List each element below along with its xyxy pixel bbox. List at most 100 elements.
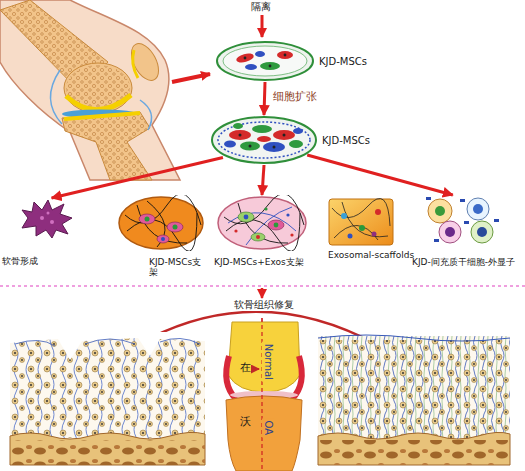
node-shape-part	[290, 233, 293, 236]
knee-illustration-part	[0, 0, 180, 180]
joint-center-part	[292, 356, 302, 399]
node-shape-part	[224, 195, 304, 251]
node-shape-part	[426, 197, 431, 200]
joint-center-part	[226, 356, 236, 399]
node-shape	[328, 198, 394, 246]
node-shape-part	[240, 142, 260, 151]
node-shape-part	[434, 239, 439, 242]
culture-dish: KJD-MSCs	[210, 115, 318, 165]
node-shape-part	[224, 141, 236, 148]
scaffold-icon: KJD-MSCs支架	[117, 195, 205, 251]
node-shape-part	[445, 227, 455, 237]
node-shape-part	[235, 52, 254, 64]
node-label: KJD-MSCs	[322, 135, 370, 147]
joint-center	[226, 318, 302, 471]
damaged-cartilage-part	[10, 332, 205, 444]
culture-dish: KJD-MSCs	[215, 40, 315, 82]
separator-part	[261, 288, 264, 298]
node-shape-part	[341, 213, 347, 219]
node-shape	[216, 195, 308, 251]
node-shape-part	[464, 221, 469, 224]
node-shape-part	[234, 229, 237, 232]
damaged-cartilage-part	[10, 440, 205, 465]
node-shape-part	[145, 217, 150, 222]
repaired-cartilage-part	[318, 336, 510, 444]
separator-part	[0, 285, 525, 286]
chondrogenesis-icon: 软骨形成	[18, 198, 74, 240]
repaired-cartilage-part	[318, 335, 510, 341]
cell-exosome-icon: KJD-间充质干细胞-外显子	[420, 195, 502, 245]
node-shape	[215, 40, 315, 82]
node-shape-part	[283, 134, 286, 137]
knee-illustration-part	[133, 50, 138, 78]
node-shape-part	[273, 130, 295, 140]
node-shape-part	[375, 209, 381, 215]
node-shape-part	[228, 207, 296, 245]
node-shape	[420, 195, 502, 245]
node-shape-part	[477, 227, 487, 237]
node-shape-part	[139, 214, 155, 224]
node-shape-part	[47, 212, 50, 215]
damaged-cartilage-part	[10, 332, 205, 444]
node-shape-part	[273, 146, 276, 149]
knee-illustration-part	[62, 112, 152, 180]
node-shape-part	[167, 222, 183, 232]
damaged-cartilage-part	[10, 332, 205, 360]
node-shape-part	[256, 235, 260, 239]
flow-arrows-part	[261, 15, 264, 37]
node-shape-part	[251, 233, 265, 241]
node-shape-part	[277, 51, 293, 59]
separator	[0, 286, 525, 298]
damaged-cartilage-part	[10, 432, 205, 465]
damaged-cartilage	[10, 332, 205, 465]
node-shape-part	[289, 140, 303, 148]
joint-label: 在	[240, 362, 251, 375]
repaired-cartilage-part	[318, 432, 510, 465]
node-shape-part	[245, 64, 257, 70]
node-shape-part	[125, 195, 201, 251]
node-label: Exosomal-scaffolds	[328, 250, 414, 260]
node-shape-part	[161, 237, 165, 241]
node-shape-part	[223, 46, 307, 76]
node-label: KJD-MSCs	[319, 56, 367, 68]
flow-arrow	[307, 155, 453, 195]
joint-label: OA	[262, 419, 274, 438]
node-shape-part	[284, 54, 287, 57]
node-shape-part	[249, 145, 252, 148]
node-shape-part	[359, 225, 365, 231]
repaired-cartilage-part	[318, 440, 510, 465]
damaged-cartilage-part	[15, 338, 200, 346]
node-shape-part	[239, 134, 242, 137]
knee-illustration-part	[66, 95, 131, 110]
node-shape-part	[238, 212, 254, 222]
node-shape-part	[263, 142, 285, 152]
repaired-cartilage	[318, 335, 510, 465]
node-shape-part	[264, 207, 267, 210]
scaffold-icon: Exosomal-scaffolds	[328, 198, 394, 246]
node-shape-part	[218, 122, 310, 158]
scaffold-icon: KJD-MSCs+Exos支架	[216, 195, 308, 251]
knee-illustration	[0, 0, 180, 180]
node-shape-part	[471, 221, 493, 243]
node-shape-part	[269, 65, 272, 68]
repaired-cartilage-part	[318, 336, 510, 444]
node-shape-part	[119, 197, 203, 249]
node-shape-part	[286, 213, 289, 216]
joint-center-part	[226, 396, 302, 471]
node-label: KJD-间充质干细胞-外显子	[412, 257, 520, 267]
node-shape-part	[439, 221, 461, 243]
knee-illustration-part	[66, 65, 130, 111]
node-shape-part	[494, 219, 499, 222]
section-title: 软骨组织修复	[232, 299, 296, 311]
joint-center-part	[228, 322, 300, 392]
node-shape-part	[252, 125, 272, 133]
flow-arrow	[264, 82, 265, 115]
flow-arrows-part	[172, 74, 210, 82]
node-shape-part	[293, 128, 303, 134]
node-label: KJD-MSCs支架	[149, 257, 207, 278]
node-label: 软骨形成	[2, 256, 38, 266]
node-shape-part	[260, 62, 280, 70]
node-shape-part	[329, 199, 393, 245]
